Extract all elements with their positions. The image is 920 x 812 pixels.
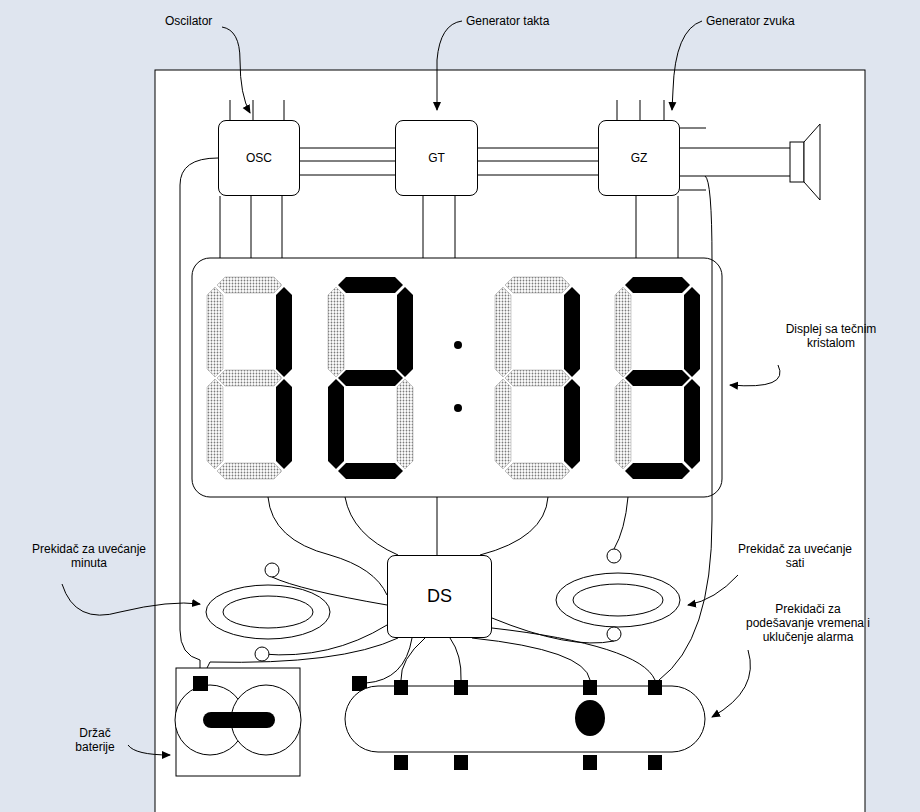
callout-label: Oscilator <box>165 14 235 28</box>
lcd-segment <box>338 277 403 293</box>
chip-pins <box>220 100 790 258</box>
hour-switch <box>556 549 680 641</box>
callout-label: Generator zvuka <box>706 14 816 28</box>
chip-label: OSC <box>246 151 272 165</box>
lcd-segment <box>397 287 413 377</box>
chip-box: OSC <box>218 120 300 196</box>
lcd-segment <box>338 463 403 479</box>
chip-label: DS <box>427 586 452 607</box>
callout-label: Prekidač za uvećanje sati <box>730 542 860 570</box>
chip-label: GT <box>428 151 445 165</box>
lcd-segment <box>217 277 282 293</box>
callout-label: Držač baterije <box>64 726 126 754</box>
lcd-segment <box>684 287 700 377</box>
lcd-segment <box>625 277 690 293</box>
battery-holder <box>175 668 367 776</box>
lcd-segment <box>276 379 292 469</box>
lcd-segment <box>564 287 580 377</box>
lcd-segment <box>495 287 511 377</box>
colon-dot <box>454 341 462 349</box>
lcd-segment <box>625 463 690 479</box>
lcd-segment <box>505 463 570 479</box>
chip-label: GZ <box>631 151 648 165</box>
callout-label: Displej sa tečnim kristalom <box>772 322 890 350</box>
bus-connector <box>478 148 598 175</box>
lcd-display <box>192 258 722 497</box>
chip-box: GT <box>395 120 478 196</box>
lcd-segment <box>495 379 511 469</box>
lcd-segment <box>684 379 700 469</box>
chip-box: GZ <box>598 120 680 196</box>
speaker-symbol <box>790 124 820 200</box>
minute-switch <box>206 563 330 661</box>
callout-leaders <box>62 21 780 755</box>
chip-box: DS <box>387 555 492 638</box>
lcd-segment <box>615 287 631 377</box>
lcd-segment <box>328 379 344 469</box>
lcd-segment <box>207 379 223 469</box>
callout-label: Prekidač za uvećanje minuta <box>30 542 148 570</box>
lcd-segment <box>625 370 690 386</box>
bus-connector <box>300 148 395 175</box>
lcd-segment <box>505 370 570 386</box>
lcd-segment <box>217 370 282 386</box>
lcd-segment <box>505 277 570 293</box>
seven-segment-digits <box>207 277 700 479</box>
circuit-board <box>155 70 865 812</box>
lcd-segment <box>564 379 580 469</box>
lcd-segment <box>328 287 344 377</box>
wires <box>180 158 712 683</box>
colon-dot <box>454 404 462 412</box>
callout-label: Generator takta <box>466 14 576 28</box>
callout-label: Prekidači za podešavanje vremena i ukluč… <box>742 602 874 644</box>
lcd-segment <box>276 287 292 377</box>
lcd-segment <box>207 287 223 377</box>
lcd-segment <box>338 370 403 386</box>
lcd-segment <box>397 379 413 469</box>
lcd-segment <box>217 463 282 479</box>
setting-switches <box>345 680 705 770</box>
lcd-segment <box>615 379 631 469</box>
